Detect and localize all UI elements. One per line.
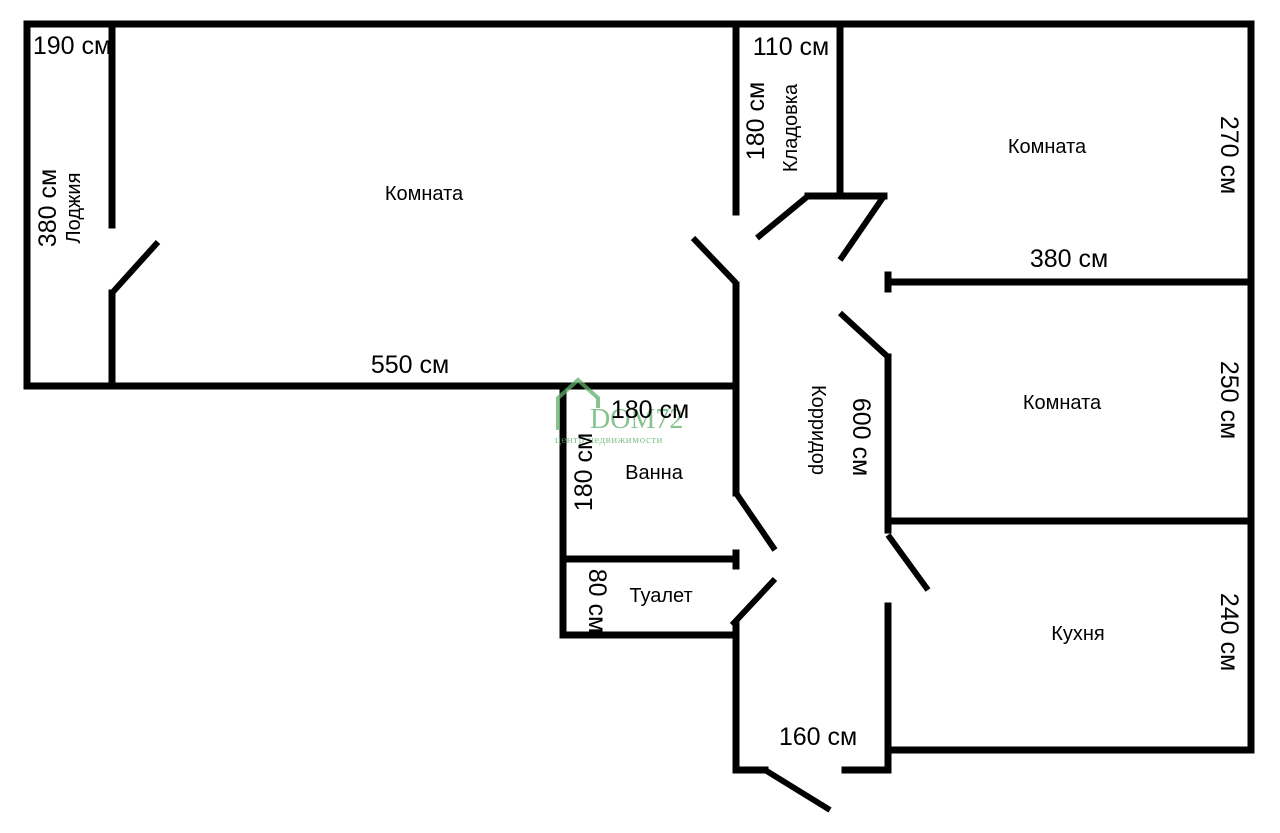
dim-room-top-right-depth: 270 см bbox=[1215, 116, 1243, 194]
dim-big-room-length: 550 см bbox=[371, 351, 449, 379]
label-room-middle-right: Комната bbox=[1023, 392, 1102, 414]
label-loggia: Лоджия bbox=[63, 173, 85, 244]
door-kitchen bbox=[885, 533, 931, 592]
dim-bath-width: 180 см bbox=[611, 396, 689, 424]
door-storage-left bbox=[755, 193, 810, 241]
door-room-middle bbox=[837, 310, 891, 360]
label-kitchen: Кухня bbox=[1051, 623, 1105, 645]
label-room-top-right: Комната bbox=[1008, 136, 1087, 158]
label-bath: Ванна bbox=[625, 462, 684, 484]
label-corridor: Корридор bbox=[807, 385, 829, 475]
watermark-house-icon bbox=[556, 377, 600, 430]
door-loggia bbox=[109, 239, 161, 296]
watermark: DOM72 центр недвижимости bbox=[555, 377, 683, 446]
dim-storage-length: 180 см bbox=[742, 82, 770, 160]
dim-room-top-right-width: 380 см bbox=[1030, 245, 1108, 273]
dimension-labels: 190 см 380 см 550 см 110 см 180 см 270 с… bbox=[33, 32, 1243, 751]
dim-toilet-length: 80 см bbox=[583, 569, 611, 633]
dim-loggia-length: 380 см bbox=[34, 169, 62, 247]
label-big-room: Комната bbox=[385, 183, 464, 205]
dim-storage-width: 110 см bbox=[753, 33, 830, 61]
doors bbox=[109, 193, 931, 813]
dim-corridor-length: 600 см bbox=[847, 398, 875, 476]
walls bbox=[23, 20, 1255, 774]
door-bath bbox=[733, 491, 778, 552]
watermark-tagline: центр недвижимости bbox=[555, 434, 663, 446]
watermark-brand: DOM72 bbox=[590, 404, 683, 435]
door-storage-right bbox=[837, 194, 887, 262]
label-storage: Кладовка bbox=[780, 83, 802, 172]
room-labels: Лоджия Комната Кладовка Комната Комната … bbox=[63, 83, 1105, 645]
dim-kitchen-depth: 240 см bbox=[1215, 593, 1243, 671]
dim-bath-length: 180 см bbox=[570, 433, 598, 511]
label-toilet: Туалет bbox=[629, 585, 692, 607]
door-toilet bbox=[729, 576, 778, 628]
door-entrance bbox=[763, 767, 832, 813]
door-big-room bbox=[690, 235, 739, 286]
dim-loggia-width: 190 см bbox=[33, 32, 111, 60]
dim-entrance-width: 160 см bbox=[779, 723, 857, 751]
dim-room-middle-right-depth: 250 см bbox=[1215, 361, 1243, 439]
